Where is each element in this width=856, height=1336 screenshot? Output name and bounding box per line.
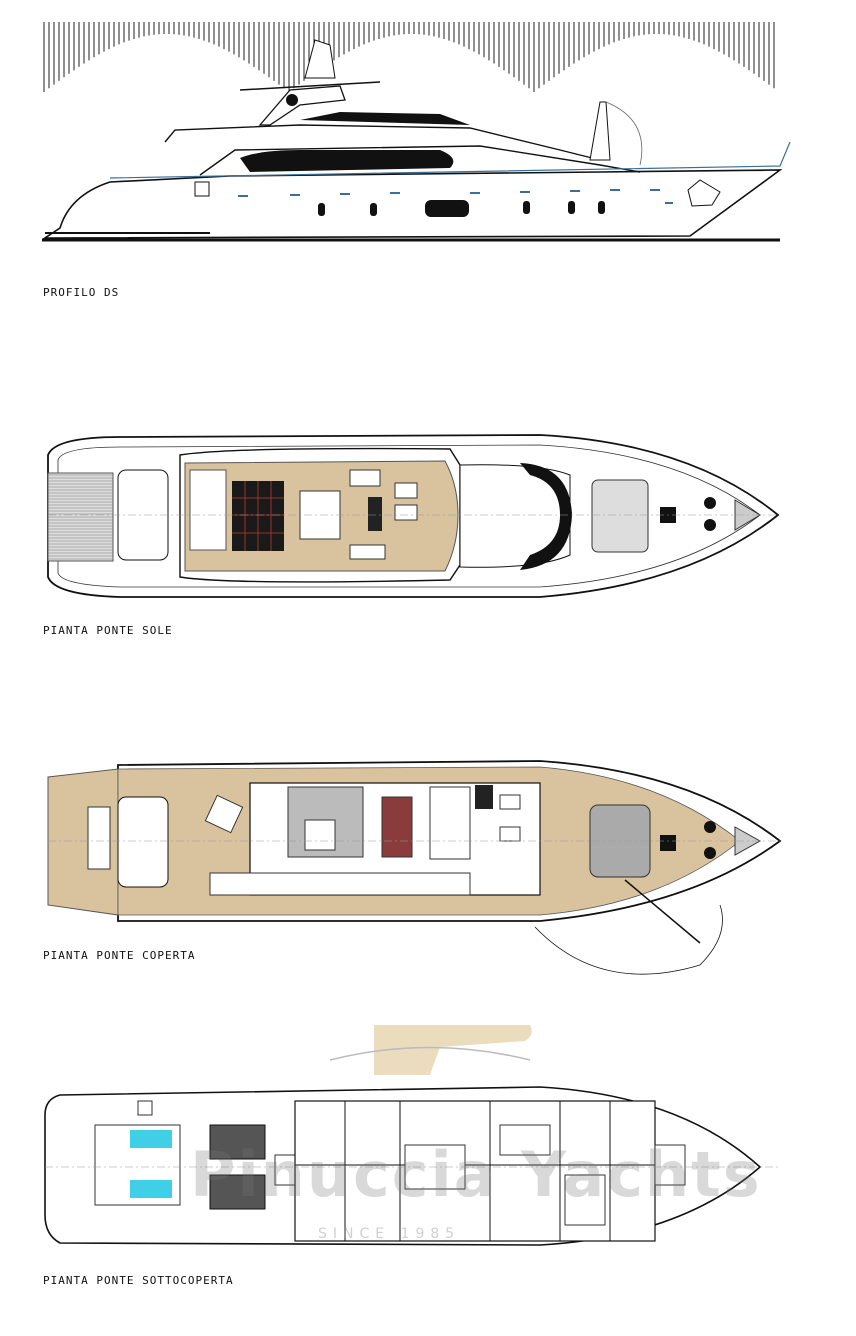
sun-deck-svg xyxy=(47,434,780,598)
watermark-since: SINCE 1985 xyxy=(318,1226,461,1242)
main-deck-plan: PIANTA PONTE COPERTA xyxy=(0,755,856,985)
profile-caption: PROFILO DS xyxy=(43,286,120,299)
lower-deck-plan: PIANTA PONTE SOTTOCOPERTA xyxy=(0,1015,856,1315)
profile-svg xyxy=(42,22,791,242)
watermark-brand: Pinuccia Yachts xyxy=(190,1138,762,1211)
lower-deck-caption: PIANTA PONTE SOTTOCOPERTA xyxy=(43,1274,234,1287)
sun-deck-plan: PIANTA PONTE SOLE xyxy=(0,425,856,637)
main-deck-caption: PIANTA PONTE COPERTA xyxy=(43,949,196,962)
profile-drawing: PROFILO DS xyxy=(0,0,856,299)
main-deck-svg xyxy=(47,760,782,975)
hatch-arches xyxy=(43,22,775,92)
lower-deck-svg xyxy=(44,1025,780,1246)
sun-deck-caption: PIANTA PONTE SOLE xyxy=(43,624,173,637)
